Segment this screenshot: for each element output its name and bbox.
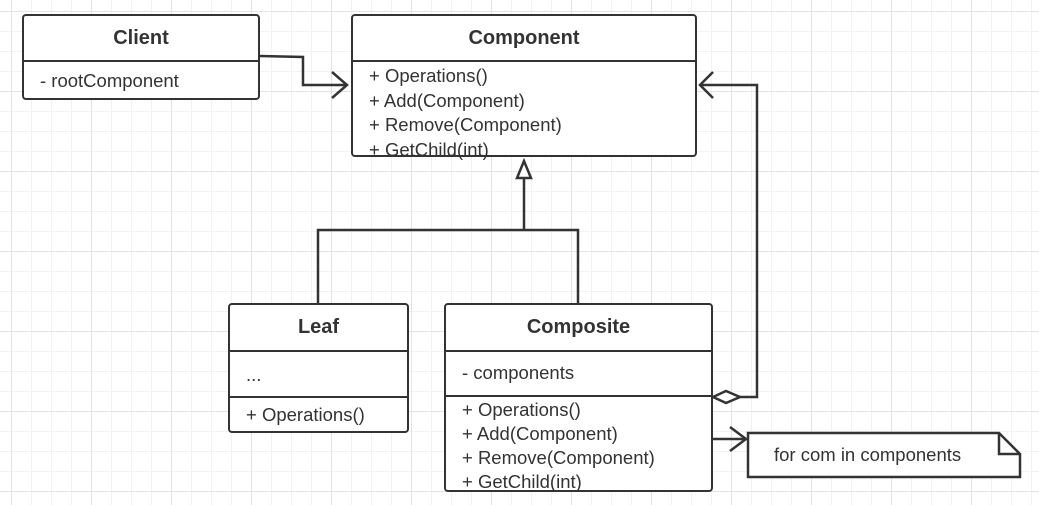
leaf-method: + Operations(): [246, 404, 365, 425]
leaf-attributes: ...: [230, 352, 407, 398]
composite-class[interactable]: Composite - components + Operations() + …: [444, 303, 713, 492]
note-arrowhead: [729, 426, 749, 452]
composite-method: + GetChild(int): [462, 471, 582, 492]
client-association-arrowhead: [331, 71, 349, 99]
composite-method: + Operations(): [462, 399, 581, 420]
leaf-attribute: ...: [246, 364, 262, 385]
client-association-line: [259, 54, 346, 87]
component-method: + Operations(): [369, 65, 488, 86]
composite-method: + Add(Component): [462, 423, 618, 444]
note-shape: [746, 431, 1022, 479]
component-class[interactable]: Component + Operations() + Add(Component…: [351, 14, 697, 160]
composite-methods: + Operations() + Add(Component) + Remove…: [446, 397, 711, 494]
aggregation-arrowhead: [698, 71, 714, 99]
client-class-name: Client: [24, 16, 258, 62]
component-method: + Remove(Component): [369, 114, 562, 135]
composite-method: + Remove(Component): [462, 447, 655, 468]
client-class[interactable]: Client - rootComponent: [22, 14, 260, 100]
aggregation-line: [700, 83, 759, 399]
leaf-class[interactable]: Leaf ... + Operations(): [228, 303, 409, 433]
component-methods: + Operations() + Add(Component) + Remove…: [353, 62, 695, 162]
aggregation-diamond: [710, 389, 744, 405]
component-class-name: Component: [353, 16, 695, 62]
component-method: + GetChild(int): [369, 138, 489, 160]
leaf-class-name: Leaf: [230, 305, 407, 352]
composite-class-name: Composite: [446, 305, 711, 352]
client-attributes: - rootComponent: [24, 62, 258, 92]
leaf-methods: + Operations(): [230, 398, 407, 426]
note-text: for com in components: [774, 444, 962, 465]
composite-attributes: - components: [446, 352, 711, 397]
composite-attribute: - components: [462, 362, 575, 383]
generalization-arrowhead: [515, 157, 533, 180]
note-fold: [997, 433, 1020, 456]
leaf-generalization-line: [316, 228, 580, 303]
client-attribute: - rootComponent: [40, 70, 179, 91]
component-method: + Add(Component): [369, 89, 525, 111]
